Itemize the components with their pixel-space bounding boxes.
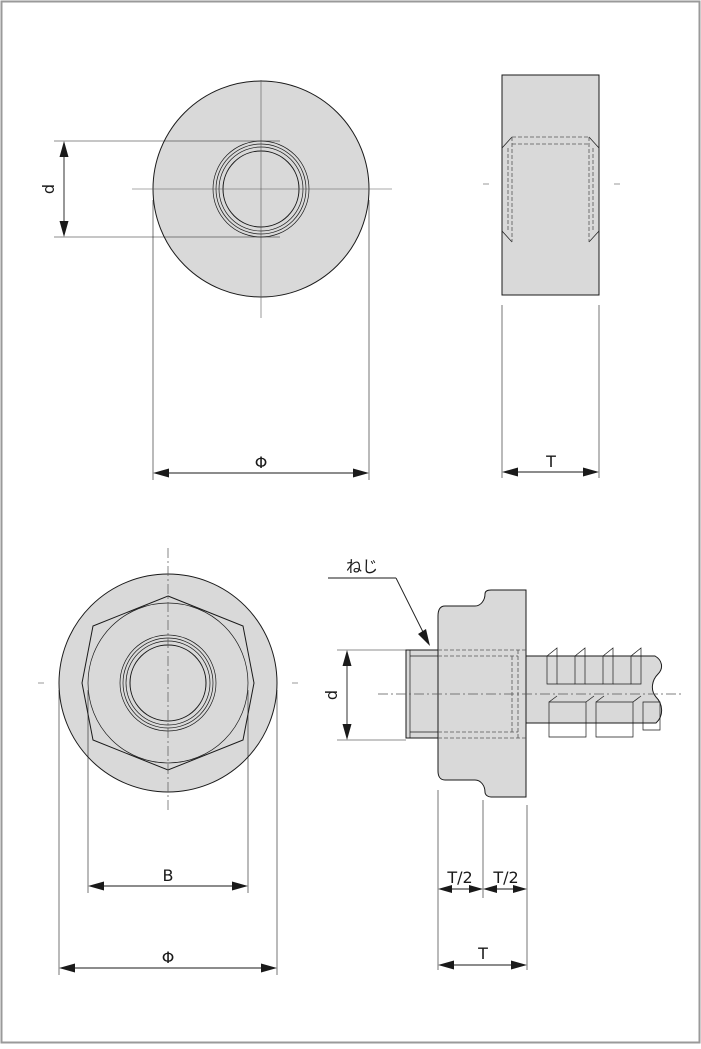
side-body-outline — [501, 74, 600, 296]
bottom-front-view: B Φ — [38, 548, 298, 975]
t-arrow-left — [438, 960, 454, 970]
screw-leader-line — [395, 577, 424, 633]
b-label: B — [163, 866, 174, 885]
phi-arrow-right — [261, 963, 277, 973]
top-side-view: T — [483, 74, 620, 478]
half-left-arrow-left — [438, 885, 452, 893]
screw-label: ねじ — [346, 557, 378, 576]
t-arrow-right — [511, 960, 527, 970]
phi-arrow-right — [353, 468, 369, 478]
nut-body-outline — [437, 589, 527, 798]
half-left-label: T/2 — [446, 868, 472, 887]
phi-label: Φ — [255, 453, 268, 472]
half-right-arrow-right — [513, 885, 527, 893]
t-arrow-left — [502, 467, 518, 477]
t-label: T — [545, 452, 556, 471]
screw-leader-arrow — [418, 629, 430, 646]
d-arrow-bottom — [342, 724, 352, 740]
chamfer-bottom-right — [588, 230, 600, 243]
bolt-shaft — [525, 655, 663, 724]
d-label: d — [39, 184, 58, 194]
t-label: T — [477, 944, 488, 963]
d-label: d — [322, 690, 341, 700]
half-left-arrow-right — [469, 885, 483, 893]
chamfer-top-left — [501, 136, 513, 149]
phi-label: Φ — [162, 948, 175, 967]
t-arrow-right — [583, 467, 599, 477]
chamfer-top-right — [588, 136, 600, 149]
half-right-label: T/2 — [492, 868, 518, 887]
phi-arrow-left — [153, 468, 169, 478]
b-arrow-right — [232, 881, 248, 891]
bottom-side-view: ねじ d T/2 T/2 T — [322, 557, 682, 970]
top-front-view: d Φ — [39, 80, 392, 480]
d-arrow-top — [342, 650, 352, 666]
b-arrow-left — [88, 881, 104, 891]
d-arrow-bottom — [59, 221, 69, 237]
chamfer-bottom-left — [501, 230, 513, 243]
d-arrow-top — [59, 141, 69, 157]
phi-arrow-left — [59, 963, 75, 973]
bolt-thread-grooves — [546, 647, 661, 738]
half-right-arrow-left — [483, 885, 497, 893]
